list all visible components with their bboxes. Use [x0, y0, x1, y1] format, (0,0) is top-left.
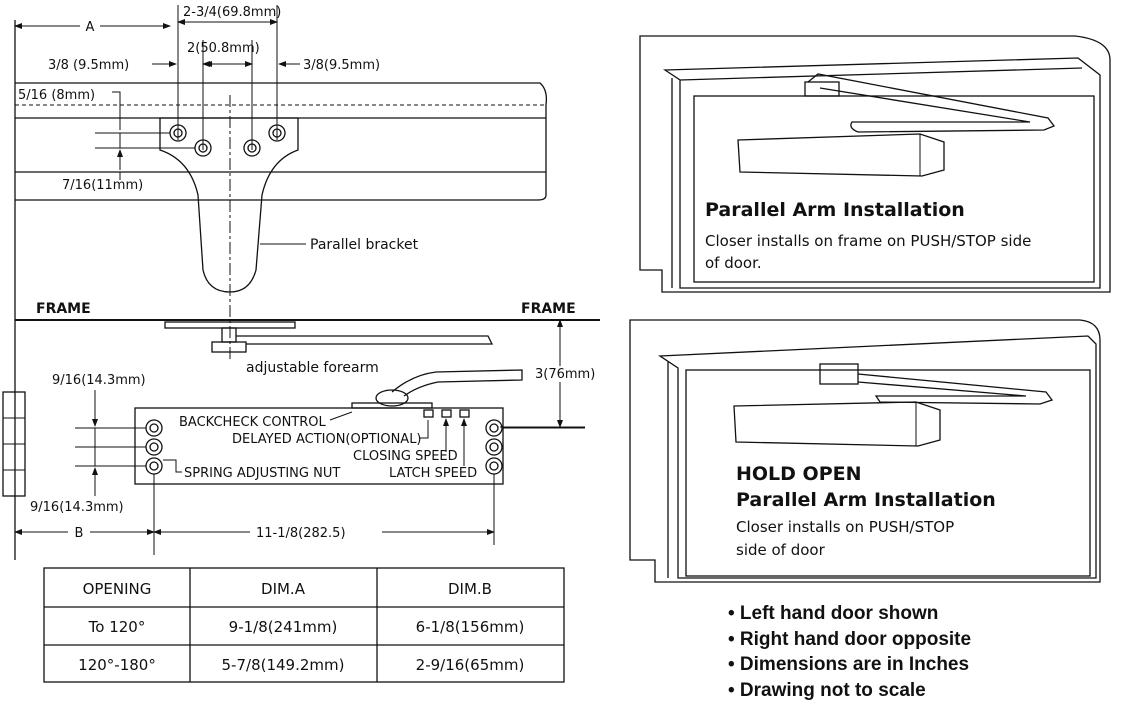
spring-nut-label: SPRING ADJUSTING NUT	[184, 466, 340, 481]
main-arm	[375, 369, 523, 407]
delayed-action-label: DELAYED ACTION(OPTIONAL)	[232, 432, 422, 447]
frame-line: FRAME FRAME	[15, 301, 600, 321]
panel-bottom-text: Closer installs on PUSH/STOP	[736, 518, 954, 536]
dim-upper-spacing: 9/16(14.3mm)	[52, 373, 146, 447]
frame-left-label: FRAME	[36, 301, 91, 317]
closer-hole	[145, 438, 163, 456]
frame-right-label: FRAME	[521, 301, 576, 317]
dim-a: A	[14, 18, 171, 35]
note-item: • Right hand door opposite	[728, 629, 971, 650]
dimension-table: OPENING DIM.A DIM.B To 120° 9-1/8(241mm)…	[43, 567, 565, 683]
panel-bottom-subtitle: Parallel Arm Installation	[736, 489, 996, 511]
closer-hole	[485, 438, 503, 456]
panel-bottom-text: side of door	[736, 541, 826, 559]
dim-left-offset: 3/8 (9.5mm)	[48, 58, 226, 73]
dim-top-width-label: 2-3/4(69.8mm)	[183, 5, 281, 20]
dim-center-width: 2(50.8mm)	[187, 40, 260, 150]
bracket-hole	[243, 139, 261, 157]
closing-speed-label: CLOSING SPEED	[353, 449, 458, 464]
panel-hold-open: HOLD OPEN Parallel Arm Installation Clos…	[629, 319, 1101, 583]
panel-top-text: Closer installs on frame on PUSH/STOP si…	[705, 232, 1031, 250]
dim-top-gap: 5/16 (8mm)	[18, 88, 121, 130]
adjustable-forearm-label: adjustable forearm	[246, 360, 379, 376]
dim-arm-height-label: 3(76mm)	[535, 367, 595, 382]
notes-list: • Left hand door shown • Right hand door…	[728, 603, 971, 701]
panel-parallel-arm: Parallel Arm Installation Closer install…	[639, 35, 1111, 293]
dim-right-offset-label: 3/8(9.5mm)	[303, 58, 380, 73]
table-cell: 5-7/8(149.2mm)	[222, 656, 345, 674]
dim-arm-height: 3(76mm)	[500, 319, 595, 428]
parallel-bracket-callout: Parallel bracket	[260, 237, 419, 253]
dim-a-label: A	[86, 20, 95, 35]
table-cell: 6-1/8(156mm)	[416, 618, 525, 636]
backcheck-label: BACKCHECK CONTROL	[179, 415, 327, 430]
table-cell: To 120°	[88, 618, 146, 636]
parallel-bracket-label: Parallel bracket	[310, 237, 419, 253]
closer-hole	[145, 419, 163, 437]
dim-center-width-label: 2(50.8mm)	[187, 41, 260, 56]
note-item: • Left hand door shown	[728, 603, 938, 624]
closer-hole	[145, 457, 163, 475]
table-cell: 9-1/8(241mm)	[229, 618, 338, 636]
closer-hole	[485, 419, 503, 437]
dim-hole-gap-label: 7/16(11mm)	[62, 178, 143, 193]
adjustable-forearm: adjustable forearm	[164, 321, 494, 376]
closer-callouts: BACKCHECK CONTROL DELAYED ACTION(OPTIONA…	[163, 411, 477, 481]
dim-body-length: 11-1/8(282.5)	[153, 474, 495, 545]
dim-lower-spacing: 9/16(14.3mm)	[30, 447, 124, 515]
table-header: OPENING	[83, 580, 152, 598]
table-header: DIM.B	[448, 580, 492, 598]
table-cell: 120°-180°	[78, 656, 156, 674]
dim-hole-gap: 7/16(11mm)	[62, 133, 143, 193]
dim-b-label: B	[75, 526, 84, 541]
dim-upper-spacing-label: 9/16(14.3mm)	[52, 373, 146, 388]
dim-b: B	[14, 474, 155, 555]
latch-speed-label: LATCH SPEED	[389, 466, 477, 481]
dim-lower-spacing-label: 9/16(14.3mm)	[30, 500, 124, 515]
closer-hole	[485, 457, 503, 475]
dim-body-length-label: 11-1/8(282.5)	[256, 526, 346, 541]
note-item: • Dimensions are in Inches	[728, 654, 969, 675]
panel-top-title: Parallel Arm Installation	[705, 199, 965, 221]
parallel-bracket	[95, 95, 299, 360]
bracket-hole	[268, 124, 286, 142]
dim-left-offset-label: 3/8 (9.5mm)	[48, 58, 129, 73]
note-item: • Drawing not to scale	[728, 680, 926, 701]
dim-right-offset: 3/8(9.5mm)	[278, 58, 380, 73]
hinge	[2, 391, 26, 497]
table-header: DIM.A	[261, 580, 306, 598]
panel-bottom-title: HOLD OPEN	[736, 463, 862, 485]
panel-top-text: of door.	[705, 254, 762, 272]
dim-top-gap-label: 5/16 (8mm)	[18, 88, 95, 103]
closer-body	[75, 402, 585, 485]
table-cell: 2-9/16(65mm)	[416, 656, 525, 674]
